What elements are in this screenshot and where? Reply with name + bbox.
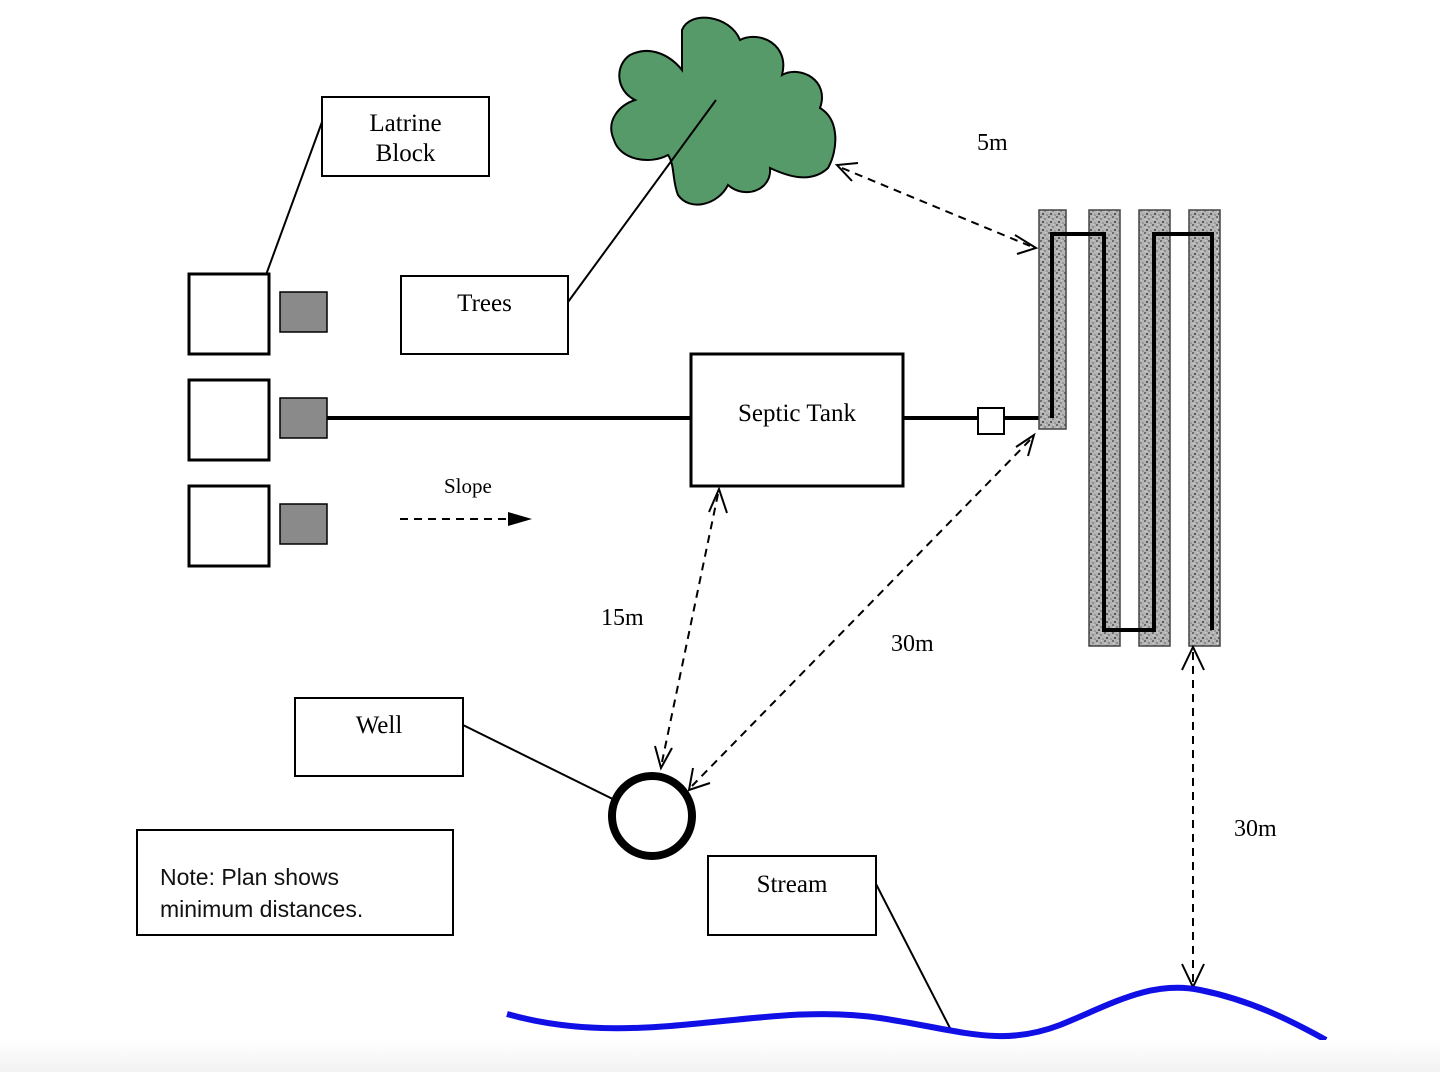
septic-tank-label: Septic Tank [738, 400, 856, 427]
trees-leader-line [567, 99, 717, 303]
well-label-text: Well [355, 712, 403, 739]
distribution-box [977, 407, 1005, 435]
drainfield-trench [1188, 209, 1221, 647]
stream-leader-line [875, 883, 953, 1033]
latrine-cubicle [187, 378, 271, 462]
drainfield-pipe [1050, 232, 1214, 632]
dimension-drainfield-to-well [687, 432, 1036, 792]
distance-drainfield-to-stream: 30m [1234, 816, 1277, 842]
stream-line [506, 984, 1328, 1043]
stream-label-text: Stream [756, 871, 828, 898]
note-line1: Note: Plan shows [160, 864, 339, 890]
trees-label-text: Trees [457, 290, 512, 317]
latrine-cubicle [187, 484, 271, 568]
trees-label: Trees [400, 275, 569, 355]
well-label: Well [294, 697, 464, 777]
dimension-tank-to-well [654, 486, 728, 771]
tree-canopy [610, 16, 837, 206]
distance-tree-to-drainfield: 5m [977, 130, 1008, 156]
latrine-label-line2: Block [375, 140, 436, 167]
latrine-block-label: Latrine Block [321, 96, 490, 177]
note-line2: minimum distances. [160, 896, 364, 922]
dimension-drainfield-to-stream [1181, 644, 1205, 990]
well-circle [608, 772, 696, 860]
slope-label: Slope [444, 474, 492, 498]
latrine-label-line1: Latrine [369, 110, 442, 137]
latrine-pit [279, 291, 328, 333]
latrine-pit [279, 397, 328, 439]
dimension-tree-to-drainfield [834, 162, 1039, 255]
distance-tank-to-well: 15m [601, 605, 644, 631]
latrine-pit [279, 503, 328, 545]
slope-arrowhead [508, 512, 532, 526]
note-box: Note: Plan shows minimum distances. [136, 829, 454, 936]
stream-label: Stream [707, 855, 877, 936]
distance-drainfield-to-well: 30m [891, 631, 934, 657]
page-bottom-fade [0, 1040, 1440, 1072]
latrine-cubicle [187, 272, 271, 356]
septic-tank-box [689, 352, 905, 488]
